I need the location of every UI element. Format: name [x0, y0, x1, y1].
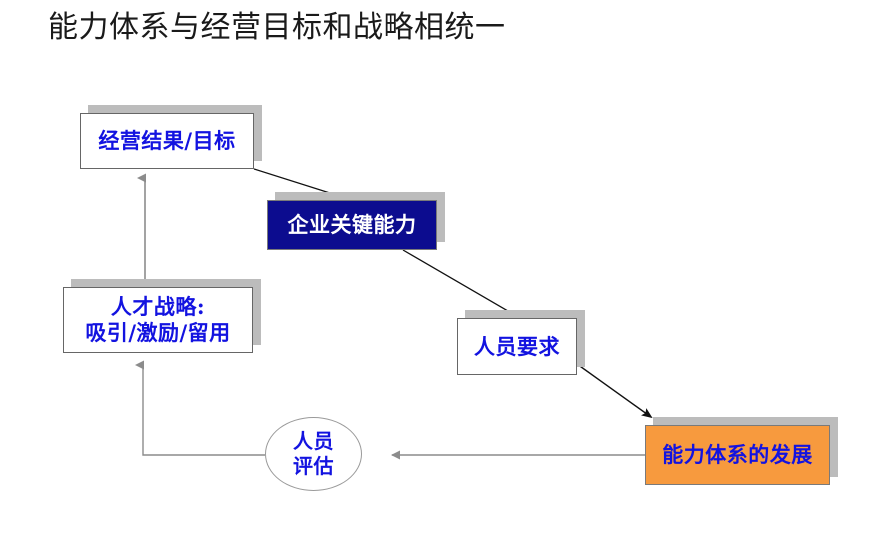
node-business-results[interactable]: 经营结果/目标: [80, 113, 254, 169]
connector-assessment-to-talent: [135, 360, 265, 456]
node-core-capability-label: 企业关键能力: [287, 212, 417, 237]
node-people-assessment-line2: 评估: [293, 454, 334, 478]
node-talent-strategy-line2: 吸引/激励/留用: [85, 320, 231, 345]
node-people-requirements[interactable]: 人员要求: [457, 318, 577, 375]
node-capability-development-label: 能力体系的发展: [662, 442, 813, 467]
node-talent-strategy-text: 人才战略: 吸引/激励/留用: [85, 294, 230, 346]
connector-people-req-to-capability: [576, 363, 653, 419]
node-core-capability[interactable]: 企业关键能力: [267, 200, 437, 250]
node-people-assessment-text: 人员 评估: [293, 429, 334, 479]
node-talent-strategy[interactable]: 人才战略: 吸引/激励/留用: [63, 287, 253, 353]
node-people-assessment[interactable]: 人员 评估: [265, 417, 362, 491]
node-talent-strategy-line1: 人才战略:: [110, 294, 206, 319]
page-title: 能力体系与经营目标和战略相统一: [48, 10, 506, 45]
node-capability-development[interactable]: 能力体系的发展: [645, 425, 830, 485]
node-people-assessment-line1: 人员: [293, 429, 334, 453]
node-business-results-label: 经营结果/目标: [98, 128, 236, 153]
node-people-requirements-label: 人员要求: [474, 333, 560, 359]
connector-core-to-people-req: [402, 249, 521, 319]
